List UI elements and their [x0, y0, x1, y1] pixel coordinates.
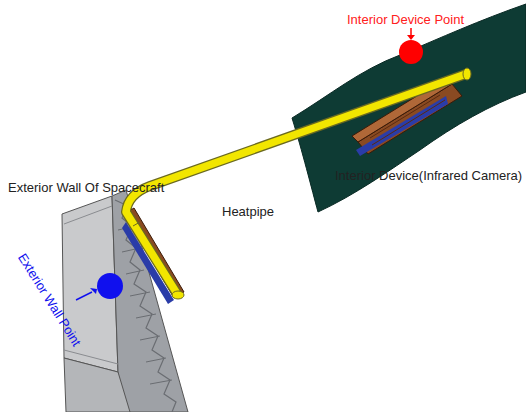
- pointer-arrow: [76, 292, 92, 300]
- pointer-arrowhead: [90, 288, 97, 294]
- part-label: Interior Device(Infrared Camera): [335, 168, 522, 184]
- exterior-wall: [62, 190, 188, 412]
- pointer-arrow: [410, 28, 412, 36]
- pointer-arrowhead: [407, 35, 415, 40]
- part-label: Heatpipe: [222, 204, 274, 220]
- part-label: Exterior Wall Of Spacecraft: [8, 180, 164, 196]
- heat-pipe: [126, 68, 471, 299]
- exterior-wall-point-marker: [97, 273, 123, 299]
- interior-device-point-marker: [399, 40, 423, 64]
- device-panel: [292, 4, 526, 212]
- point-label: Interior Device Point: [347, 12, 464, 28]
